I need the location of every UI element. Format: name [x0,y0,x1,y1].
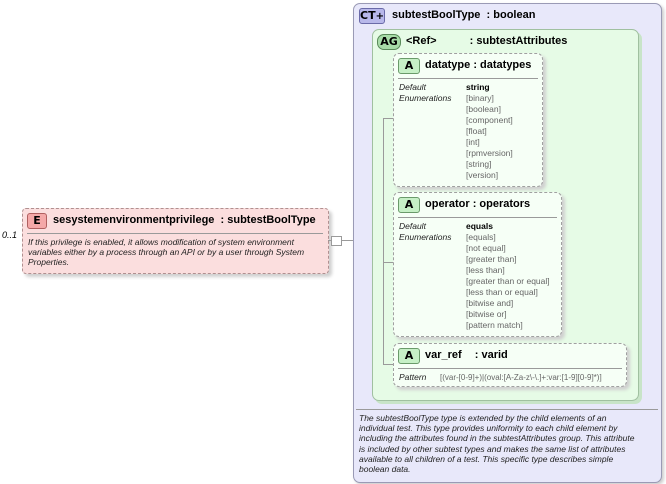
attribute-type: : varid [474,349,508,361]
pattern-value: [(var-[0-9]+)|(oval:[A-Za-z\-\.]+:var:[1… [440,373,602,382]
enumeration-value: [equals] [466,232,496,242]
complex-type-doc-line: The subtestBoolType type is extended by … [359,413,607,423]
element-badge: E [27,213,47,229]
attribute-type: : operators [472,198,531,210]
enumerations-label: Enumerations [399,93,452,103]
tree-line [383,118,393,119]
element-documentation: If this privilege is enabled, it allows … [28,237,304,267]
complex-type-name: subtestBoolType [392,9,481,21]
plus-icon: + [375,11,384,22]
element-divider [27,233,323,234]
complex-type-documentation: The subtestBoolType type is extended by … [359,413,634,474]
attribute-group-badge: AG [377,34,401,50]
enumeration-value: [bitwise and] [466,298,514,308]
sequence-connector [331,236,342,246]
enumeration-value: [version] [466,170,499,180]
enumeration-value: [greater than or equal] [466,276,550,286]
complex-type-divider [356,409,658,410]
enumeration-value: [boolean] [466,104,501,114]
complex-type-doc-line: individual test. This type provides unif… [359,423,618,434]
complex-type-badge: CT+ [359,8,385,24]
attribute-var-ref[interactable]: A var_ref : varid Pattern [(var-[0-9]+)|… [393,343,627,387]
enumeration-value: [pattern match] [466,320,523,330]
attribute-badge: A [398,348,420,364]
enumerations-label: Enumerations [399,232,452,242]
default-label: Default [399,221,426,231]
attribute-operator[interactable]: A operator : operators Default Enumerati… [393,192,562,337]
complex-type-title: subtestBoolType : boolean [392,9,535,21]
enumeration-value: [int] [466,137,480,147]
enumeration-value: [less than] [466,265,505,275]
default-value: string [466,82,490,92]
occurrence-label: 0..1 [2,230,18,240]
enumeration-values: equals [equals] [not equal] [greater tha… [466,221,550,331]
pattern-label: Pattern [399,372,427,382]
attribute-badge: A [398,197,420,213]
enumeration-value: [bitwise or] [466,309,507,319]
attribute-type: : datatypes [473,59,532,71]
element-box[interactable]: E sesystemenvironmentprivilege : subtest… [22,208,329,274]
default-value: equals [466,221,493,231]
complex-type-doc-line: available to all children of a test. Thi… [359,453,614,464]
attribute-name: var_ref [425,349,462,361]
attribute-name: datatype [425,59,471,71]
tree-line [383,262,393,263]
element-doc-line: variables either by a process through an… [28,247,305,257]
enumeration-value: [not equal] [466,243,506,253]
attribute-datatype[interactable]: A datatype : datatypes Default Enumerati… [393,53,543,187]
enumeration-value: [rpmversion] [466,148,513,158]
complex-type-type: : boolean [486,9,536,21]
tree-line [383,364,393,365]
attribute-name: operator [425,198,470,210]
attribute-title: operator : operators [425,198,530,210]
enumeration-value: [greater than] [466,254,517,264]
connector-line [328,240,332,241]
element-doc-line: Properties. [28,257,70,267]
attribute-divider [398,78,538,79]
attribute-group-name: <Ref> [406,35,437,47]
default-label: Default [399,82,426,92]
enumeration-value: [component] [466,115,513,125]
element-doc-line: If this privilege is enabled, it allows … [28,237,294,247]
complex-type-doc-line: is included by other subtest types and m… [359,443,626,454]
attribute-group-type: : subtestAttributes [469,35,568,47]
element-name: sesystemenvironmentprivilege [53,214,215,226]
enumeration-value: [string] [466,159,492,169]
element-title: sesystemenvironmentprivilege : subtestBo… [53,214,316,226]
enumeration-values: string [binary] [boolean] [component] [f… [466,82,513,181]
tree-line [383,118,384,364]
attribute-badge: A [398,58,420,74]
attribute-group-title: <Ref> : subtestAttributes [406,35,567,47]
enumeration-value: [less than or equal] [466,287,538,297]
connector-line [341,240,353,241]
attribute-title: var_ref : varid [425,349,508,361]
element-type: : subtestBoolType [220,214,316,226]
enumeration-value: [binary] [466,93,494,103]
attribute-title: datatype : datatypes [425,59,531,71]
complex-type-doc-line: including the attributes found in the su… [359,433,635,444]
complex-type-doc-line: boolean data. [359,464,411,475]
attribute-divider [398,368,622,369]
complex-type-badge-text: CT [360,9,376,22]
attribute-divider [398,217,557,218]
enumeration-value: [float] [466,126,487,136]
